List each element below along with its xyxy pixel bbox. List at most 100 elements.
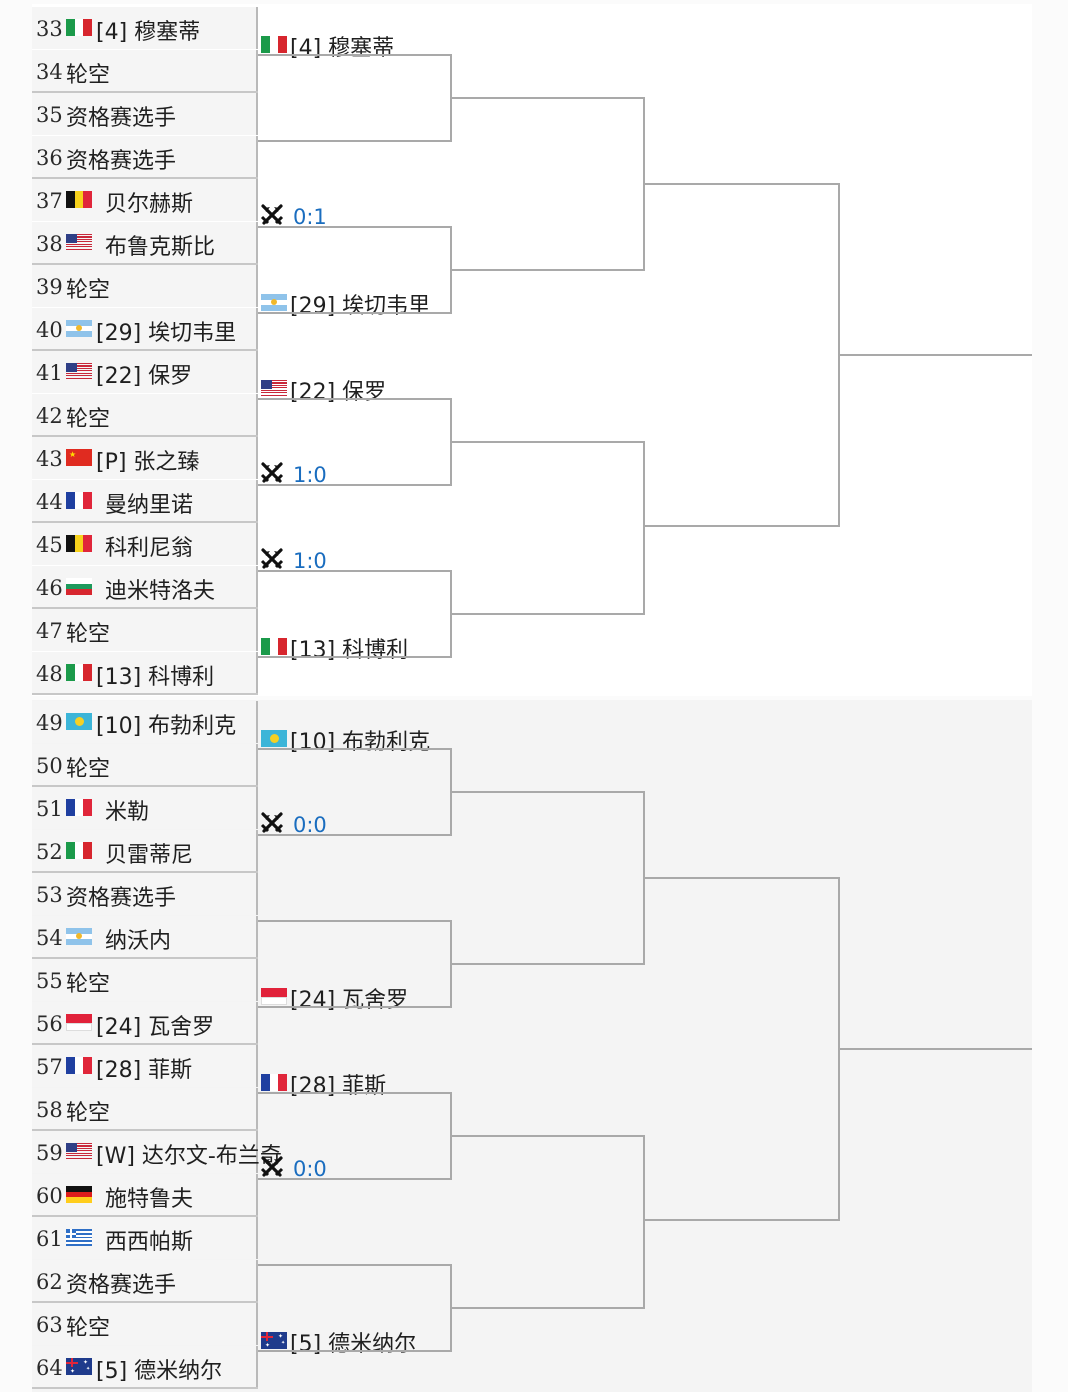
player-row[interactable]: [32, 265, 258, 307]
player-row[interactable]: [32, 873, 258, 915]
player-name[interactable]: [29] 埃切韦里: [96, 321, 237, 346]
player-name[interactable]: 资格赛选手: [66, 149, 177, 174]
player-row[interactable]: [32, 1303, 258, 1345]
player-name[interactable]: 轮空: [66, 757, 111, 782]
bracket-line: [258, 748, 452, 750]
player-name[interactable]: 贝雷蒂尼: [105, 843, 194, 868]
player-name[interactable]: 轮空: [66, 622, 111, 647]
player-name[interactable]: [13] 科博利: [96, 665, 215, 690]
round2-player-name[interactable]: [13] 科博利: [290, 638, 409, 663]
bracket-line: [840, 1048, 1032, 1050]
player-name[interactable]: 科利尼翁: [105, 536, 194, 561]
player-flag-icon: [66, 1143, 92, 1160]
player-flag-icon: [66, 191, 92, 208]
head-to-head-score[interactable]: 0:1: [293, 205, 327, 229]
crossed-swords-icon[interactable]: [260, 203, 284, 227]
draw-number: 54: [36, 926, 63, 950]
winner-flag-icon: [261, 36, 287, 53]
round2-player-name[interactable]: [22] 保罗: [290, 380, 387, 405]
round2-player-name[interactable]: [28] 菲斯: [290, 1074, 387, 1099]
player-name[interactable]: 米勒: [105, 800, 150, 825]
round2-player-name[interactable]: [5] 德米纳尔: [290, 1332, 417, 1357]
player-name[interactable]: 资格赛选手: [66, 886, 177, 911]
draw-number: 34: [36, 60, 63, 84]
player-flag-icon: [66, 1057, 92, 1074]
player-name[interactable]: 曼纳里诺: [105, 493, 194, 518]
player-row[interactable]: [32, 1260, 258, 1302]
crossed-swords-icon[interactable]: [260, 461, 284, 485]
player-flag-icon: [66, 664, 92, 681]
player-row[interactable]: [32, 1088, 258, 1130]
player-flag-icon: [66, 578, 92, 595]
player-name[interactable]: 纳沃内: [105, 929, 172, 954]
bracket-line: [450, 226, 452, 314]
player-name[interactable]: [10] 布勃利克: [96, 714, 237, 739]
player-name[interactable]: [22] 保罗: [96, 364, 193, 389]
player-name[interactable]: 西西帕斯: [105, 1230, 194, 1255]
bracket-line: [258, 1264, 452, 1266]
match-separator: [32, 785, 258, 787]
bracket-line: [450, 1092, 452, 1180]
crossed-swords-icon[interactable]: [260, 547, 284, 571]
player-name[interactable]: 迪米特洛夫: [105, 579, 216, 604]
bracket-line: [452, 97, 645, 99]
draw-number: 63: [36, 1313, 63, 1337]
bracket-line: [645, 183, 840, 185]
player-name[interactable]: 资格赛选手: [66, 106, 177, 131]
bracket-line: [838, 183, 840, 527]
match-separator: [32, 607, 258, 609]
player-name[interactable]: 轮空: [66, 1316, 111, 1341]
match-separator: [32, 1387, 258, 1389]
player-row[interactable]: [32, 609, 258, 651]
player-name[interactable]: 轮空: [66, 407, 111, 432]
head-to-head-score[interactable]: 1:0: [293, 463, 327, 487]
player-flag-icon: [66, 713, 92, 730]
player-name[interactable]: [24] 瓦舍罗: [96, 1015, 215, 1040]
match-separator: [32, 693, 258, 695]
round2-player-name[interactable]: [29] 埃切韦里: [290, 294, 431, 319]
head-to-head-score[interactable]: 1:0: [293, 549, 327, 573]
player-name[interactable]: 资格赛选手: [66, 1273, 177, 1298]
player-flag-icon: [66, 1014, 92, 1031]
player-row[interactable]: [32, 394, 258, 436]
bracket-line: [452, 613, 645, 615]
bracket-line: [645, 877, 840, 879]
player-name[interactable]: [28] 菲斯: [96, 1058, 193, 1083]
crossed-swords-icon[interactable]: [260, 1155, 284, 1179]
player-row[interactable]: [32, 222, 258, 264]
player-name[interactable]: 布鲁克斯比: [105, 235, 216, 260]
round2-player-name[interactable]: [10] 布勃利克: [290, 730, 431, 755]
match-separator: [32, 521, 258, 523]
player-name[interactable]: [5] 德米纳尔: [96, 1359, 223, 1384]
head-to-head-score[interactable]: 0:0: [293, 813, 327, 837]
player-name[interactable]: [4] 穆塞蒂: [96, 20, 201, 45]
round2-player-name[interactable]: [24] 瓦舍罗: [290, 988, 409, 1013]
head-to-head-score[interactable]: 0:0: [293, 1157, 327, 1181]
player-flag-icon: [66, 19, 92, 36]
player-name[interactable]: 轮空: [66, 63, 111, 88]
player-row[interactable]: [32, 136, 258, 178]
player-name[interactable]: [P] 张之臻: [96, 450, 200, 475]
draw-number: 64: [36, 1356, 63, 1380]
player-name[interactable]: 贝尔赫斯: [105, 192, 194, 217]
player-row[interactable]: [32, 744, 258, 786]
winner-flag-icon: [261, 380, 287, 397]
player-row[interactable]: [32, 1131, 258, 1173]
draw-number: 62: [36, 1270, 63, 1294]
player-row[interactable]: [32, 93, 258, 135]
player-name[interactable]: 施特鲁夫: [105, 1187, 194, 1212]
draw-number: 47: [36, 619, 63, 643]
bracket-line: [452, 963, 645, 965]
round2-player-name[interactable]: [4] 穆塞蒂: [290, 36, 395, 61]
player-name[interactable]: 轮空: [66, 278, 111, 303]
player-name[interactable]: 轮空: [66, 972, 111, 997]
player-row[interactable]: [32, 50, 258, 92]
player-flag-icon: ★: [66, 449, 92, 466]
match-separator: [32, 871, 258, 873]
player-name[interactable]: 轮空: [66, 1101, 111, 1126]
player-name[interactable]: [W] 达尔文-布兰奇: [96, 1144, 282, 1169]
player-row[interactable]: [32, 959, 258, 1001]
player-row[interactable]: [32, 351, 258, 393]
crossed-swords-icon[interactable]: [260, 811, 284, 835]
player-flag-icon: [66, 234, 92, 251]
